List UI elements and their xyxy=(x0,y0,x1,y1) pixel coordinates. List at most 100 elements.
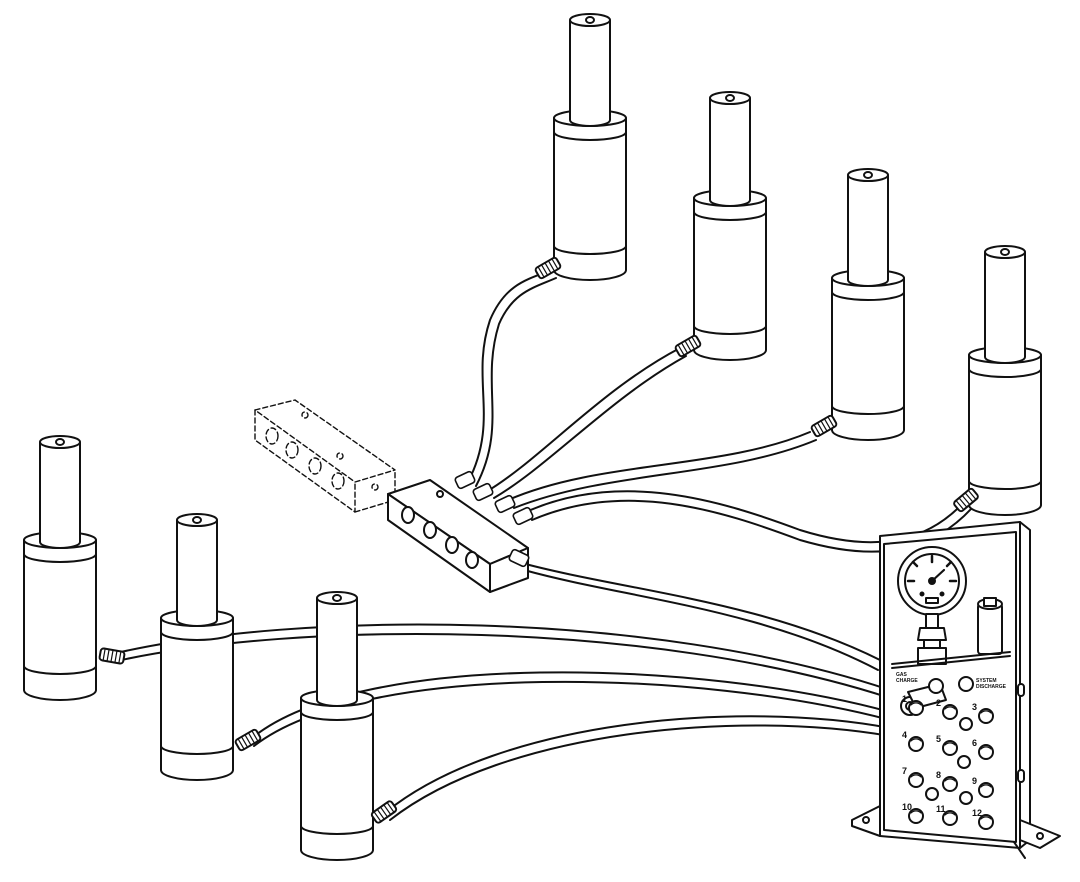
piston-rod-center-hole xyxy=(1000,248,1010,256)
piston-rod-center-hole xyxy=(863,171,873,179)
pressure-gauge xyxy=(897,546,967,616)
port-number: 8 xyxy=(936,770,941,780)
piston-rod-center-hole xyxy=(332,594,342,602)
panel-port: 4 xyxy=(902,730,924,752)
gas-spring-cylinder xyxy=(534,13,627,281)
port-number: 10 xyxy=(902,802,912,812)
piston-rod-top xyxy=(316,591,358,605)
panel-port: 6 xyxy=(972,738,994,760)
panel-port-unlabeled xyxy=(925,787,939,801)
piston-rod xyxy=(316,597,358,707)
port-number: 9 xyxy=(972,776,977,786)
hose-manifold-to-panel xyxy=(517,561,881,671)
system-discharge-label-line-1: SYSTEM xyxy=(976,678,997,684)
gas-spring-cylinder xyxy=(953,245,1042,516)
cylinder-base-ring xyxy=(160,745,234,755)
distribution-manifold xyxy=(387,479,529,593)
cylinder-collar-line xyxy=(300,711,374,721)
port-number: 3 xyxy=(972,702,977,712)
ghost-manifold-outline xyxy=(254,399,396,513)
port-number: 4 xyxy=(902,730,907,740)
cylinder-body xyxy=(693,197,767,361)
piston-rod xyxy=(984,251,1026,364)
piston-rod xyxy=(569,19,611,127)
cylinder-base-ring xyxy=(553,245,627,255)
piston-rod-center-hole xyxy=(55,438,65,446)
piston-rod-center-hole xyxy=(585,16,595,24)
gas-spring-cylinder xyxy=(160,513,262,781)
hose-fitting xyxy=(370,800,398,824)
cylinder-base-ring xyxy=(968,480,1042,490)
panel-port: 12 xyxy=(972,808,994,830)
gas-spring-cylinder xyxy=(300,591,398,861)
hose-cylinder-7-to-panel xyxy=(385,715,891,821)
panel-port: 10 xyxy=(902,802,924,824)
piston-rod-top xyxy=(984,245,1026,259)
panel-text: GAS CHARGE SYSTEM DISCHARGE xyxy=(896,672,1007,690)
hose-to-cylinder-3 xyxy=(507,431,817,509)
panel-port-unlabeled xyxy=(959,791,973,805)
piston-rod-top xyxy=(847,168,889,182)
port-number: 5 xyxy=(936,734,941,744)
hose-to-cylinder-1 xyxy=(467,269,557,487)
panel-port: 9 xyxy=(972,776,994,798)
panel-port-unlabeled xyxy=(957,755,971,769)
system-discharge-label-line-2: DISCHARGE xyxy=(976,684,1007,690)
piston-rod-center-hole xyxy=(192,516,202,524)
port-number: 1 xyxy=(902,694,907,704)
gas-spring-cylinders xyxy=(23,13,1042,861)
system-discharge-label: SYSTEM DISCHARGE xyxy=(976,678,1007,690)
piston-rod-top xyxy=(569,13,611,27)
cylinder-body xyxy=(160,617,234,781)
port-number: 12 xyxy=(972,808,982,818)
piston-rod xyxy=(709,97,751,207)
panel-port-unlabeled xyxy=(959,717,973,731)
gas-charge-label: GAS CHARGE xyxy=(896,672,918,684)
hose-fitting xyxy=(98,647,126,665)
system-discharge-port xyxy=(958,676,974,692)
gas-spring-cylinder xyxy=(674,91,767,361)
piston-rod-center-hole xyxy=(725,94,735,102)
gas-spring-cylinder xyxy=(810,168,905,441)
panel-port: 5 xyxy=(936,734,958,756)
cylinder-collar-line xyxy=(968,368,1042,378)
piston-rod-top xyxy=(709,91,751,105)
panel-port: 11 xyxy=(936,804,958,826)
panel-port: 7 xyxy=(902,766,924,788)
hose-fitting xyxy=(810,414,838,438)
panel-port: 2 xyxy=(936,698,958,720)
cylinder-body xyxy=(831,277,905,441)
gas-spring-cylinder xyxy=(23,435,126,701)
port-number: 7 xyxy=(902,766,907,776)
cylinder-collar-line xyxy=(693,211,767,221)
cylinder-collar-line xyxy=(160,631,234,641)
piston-rod-top xyxy=(39,435,81,449)
hose-fitting xyxy=(674,334,702,358)
cylinder-base-ring xyxy=(23,665,97,675)
panel-port: 1 xyxy=(902,694,924,716)
hose-fitting xyxy=(234,728,262,752)
cylinder-base-ring xyxy=(300,825,374,835)
panel-port: 3 xyxy=(972,702,994,724)
port-number: 6 xyxy=(972,738,977,748)
cylinder-base-ring xyxy=(831,405,905,415)
cylinder-collar-line xyxy=(831,291,905,301)
cylinder-collar-line xyxy=(23,553,97,563)
cylinder-collar-line xyxy=(553,131,627,141)
gas-charge-label-line-1: GAS xyxy=(896,672,908,678)
piston-rod xyxy=(176,519,218,627)
cylinder-body xyxy=(553,117,627,281)
control-panel xyxy=(851,521,1061,859)
piston-rod xyxy=(847,174,889,287)
piston-rod-top xyxy=(176,513,218,527)
cylinder-body xyxy=(23,539,97,701)
cylinder-base-ring xyxy=(693,325,767,335)
hose-to-cylinder-2 xyxy=(485,347,687,499)
gas-charge-label-line-2: CHARGE xyxy=(896,678,918,684)
hose-fitting xyxy=(534,256,562,280)
cylinder-body xyxy=(968,354,1042,516)
piston-rod xyxy=(39,441,81,549)
